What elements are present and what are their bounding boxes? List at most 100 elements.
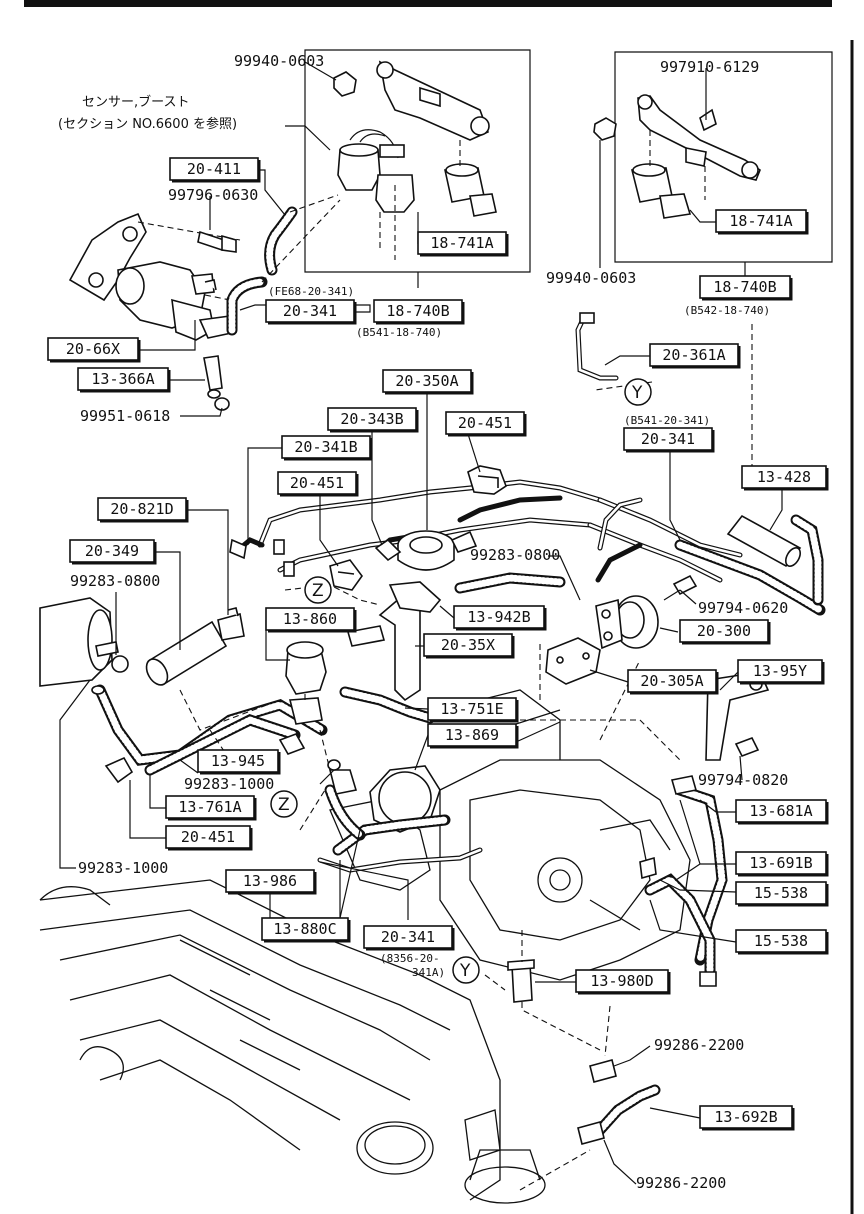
callout-shadow bbox=[682, 622, 771, 645]
callout-20-341-top: 20-341 bbox=[265, 299, 357, 325]
callout-frame bbox=[417, 231, 507, 255]
part-number: 99283-0800 bbox=[70, 572, 160, 590]
vacuum-control-valve-left bbox=[68, 212, 241, 341]
marker-label: Z bbox=[312, 581, 324, 601]
marker-z-mid: Z bbox=[304, 576, 332, 604]
callout-20-341B: 20-341B bbox=[281, 435, 373, 461]
bolt-99794-0820 bbox=[734, 736, 760, 758]
callout-20-361A: 20-361A bbox=[649, 343, 741, 369]
callout-13-366A: 13-366A bbox=[77, 367, 171, 393]
callout-label: 20-451 bbox=[181, 828, 235, 846]
callout-label: 20-341 bbox=[641, 430, 695, 448]
marker-label: Y bbox=[631, 383, 643, 403]
callout-label: 20-341 bbox=[283, 302, 337, 320]
callout-label: 13-986 bbox=[243, 872, 297, 890]
callout-shadow bbox=[744, 468, 829, 491]
clip-20-821D bbox=[217, 607, 245, 641]
callout-18-741A-left: 18-741A bbox=[417, 231, 509, 257]
callout-shadow bbox=[80, 370, 171, 393]
clamp-left bbox=[104, 733, 306, 784]
callout-shadow bbox=[430, 700, 519, 723]
part-number: 99951-0618 bbox=[80, 407, 170, 425]
reference-note: (B541-18-740) bbox=[356, 326, 442, 339]
callout-20-451-b: 20-451 bbox=[277, 471, 359, 497]
callout-label: 13-691B bbox=[749, 854, 812, 872]
callout-frame bbox=[427, 723, 517, 747]
callout-label: 13-692B bbox=[714, 1108, 777, 1126]
callout-frame bbox=[735, 799, 827, 823]
callout-frame bbox=[627, 669, 717, 693]
solenoid-assembly-left bbox=[304, 49, 531, 273]
callout-label: 20-343B bbox=[340, 410, 403, 428]
bracket-20-35X bbox=[346, 581, 442, 702]
callout-frame bbox=[165, 795, 255, 819]
callout-label: 13-880C bbox=[273, 920, 336, 938]
callout-13-986: 13-986 bbox=[225, 869, 317, 895]
callout-shadow bbox=[652, 346, 741, 369]
reference-note: (FE68-20-341) bbox=[268, 285, 354, 298]
callout-18-740B-left: 18-740B bbox=[373, 299, 465, 325]
callout-20-411: 20-411 bbox=[169, 157, 261, 183]
callout-shadow bbox=[268, 302, 357, 325]
callout-shadow bbox=[330, 410, 419, 433]
callout-frame bbox=[261, 917, 349, 941]
callout-frame bbox=[649, 343, 739, 367]
callout-frame bbox=[699, 1105, 793, 1129]
callout-label: 20-821D bbox=[110, 500, 173, 518]
hose-13-428 bbox=[726, 514, 824, 606]
callout-label: 20-361A bbox=[662, 346, 725, 364]
reference-note: (B542-18-740) bbox=[684, 304, 770, 317]
callout-shadow bbox=[426, 636, 515, 659]
callout-frame bbox=[277, 471, 357, 495]
callout-15-538-b: 15-538 bbox=[735, 929, 829, 955]
callout-frame bbox=[623, 427, 713, 451]
callout-13-869: 13-869 bbox=[427, 723, 519, 749]
callout-frame bbox=[69, 539, 155, 563]
reference-note: 341A) bbox=[412, 966, 445, 979]
callout-label: 18-740B bbox=[713, 278, 776, 296]
callout-label: 20-451 bbox=[290, 474, 344, 492]
callout-shadow bbox=[284, 438, 373, 461]
callout-label: 20-411 bbox=[187, 160, 241, 178]
part-number: 99794-0620 bbox=[698, 599, 788, 617]
callout-frame bbox=[735, 929, 827, 953]
callout-shadow bbox=[168, 828, 253, 851]
callout-frame bbox=[453, 605, 545, 629]
callout-20-341-low: 20-341 bbox=[363, 925, 455, 951]
callout-13-860: 13-860 bbox=[265, 607, 357, 633]
callout-label: 13-366A bbox=[91, 370, 154, 388]
callout-label: 13-428 bbox=[757, 468, 811, 486]
callout-13-751E: 13-751E bbox=[427, 697, 519, 723]
callout-shadow bbox=[228, 872, 317, 895]
callout-shadow bbox=[366, 928, 455, 951]
callout-20-350A: 20-350A bbox=[382, 369, 474, 395]
callout-frame bbox=[169, 157, 259, 181]
callout-13-681A: 13-681A bbox=[735, 799, 829, 825]
callout-label: 13-942B bbox=[467, 608, 530, 626]
callout-label: 13-751E bbox=[440, 700, 503, 718]
hose-13-761A bbox=[91, 684, 328, 776]
callout-label: 18-741A bbox=[729, 212, 792, 230]
part-number: 99283-0800 bbox=[470, 546, 560, 564]
callout-frame bbox=[373, 299, 463, 323]
callout-frame bbox=[575, 969, 669, 993]
callout-shadow bbox=[630, 672, 719, 695]
leader-lines bbox=[59, 61, 783, 1191]
part-number: 99940-0603 bbox=[546, 269, 636, 287]
callout-frame bbox=[737, 659, 823, 683]
solenoid-assembly-right bbox=[614, 51, 833, 263]
callout-shadow bbox=[738, 884, 829, 907]
part-number: 99794-0820 bbox=[698, 771, 788, 789]
callout-frame bbox=[363, 925, 453, 949]
callout-shadow bbox=[738, 854, 829, 877]
callout-shadow bbox=[385, 372, 474, 395]
callout-13-428: 13-428 bbox=[741, 465, 829, 491]
callout-frame bbox=[741, 465, 827, 489]
marker-y-top: Y bbox=[624, 378, 652, 406]
hose-13-692B bbox=[577, 1059, 661, 1145]
part-number: 99796-0630 bbox=[168, 186, 258, 204]
callout-13-761A: 13-761A bbox=[165, 795, 257, 821]
hose-13-681A bbox=[639, 775, 728, 987]
callout-20-343B: 20-343B bbox=[327, 407, 419, 433]
